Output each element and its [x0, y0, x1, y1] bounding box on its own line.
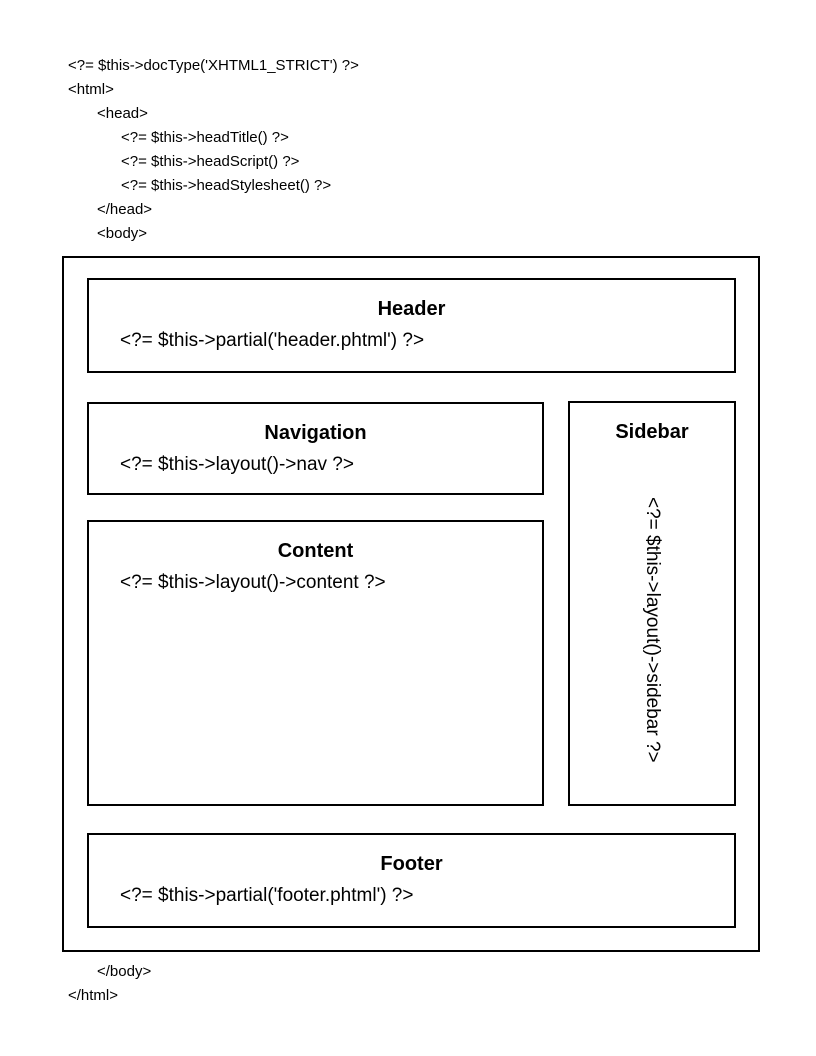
code-line-head-stylesheet: <?= $this->headStylesheet() ?>: [121, 177, 332, 194]
content-box: Content <?= $this->layout()->content ?>: [87, 520, 544, 806]
code-line-head-title: <?= $this->headTitle() ?>: [121, 129, 289, 146]
code-line-doctype: <?= $this->docType('XHTML1_STRICT') ?>: [68, 57, 359, 74]
code-line-body-close: </body>: [97, 963, 152, 980]
header-box: Header <?= $this->partial('header.phtml'…: [87, 278, 736, 373]
footer-title: Footer: [380, 853, 443, 875]
code-line-body-open: <body>: [97, 225, 148, 242]
body-layout-box: Header <?= $this->partial('header.phtml'…: [62, 256, 760, 952]
code-line-html-open: <html>: [68, 81, 114, 98]
content-code: <?= $this->layout()->content ?>: [120, 572, 386, 593]
sidebar-code: <?= $this->layout()->sidebar ?>: [642, 496, 663, 763]
sidebar-box: Sidebar <?= $this->layout()->sidebar ?>: [568, 401, 736, 806]
code-line-head-open: <head>: [97, 105, 148, 122]
content-title: Content: [277, 540, 354, 562]
code-line-head-close: </head>: [97, 201, 153, 218]
code-line-html-close: </html>: [68, 987, 119, 1004]
sidebar-title: Sidebar: [615, 421, 689, 443]
footer-box: Footer <?= $this->partial('footer.phtml'…: [87, 833, 736, 928]
footer-code: <?= $this->partial('footer.phtml') ?>: [120, 885, 414, 906]
navigation-box: Navigation <?= $this->layout()->nav ?>: [87, 402, 544, 495]
code-line-head-script: <?= $this->headScript() ?>: [121, 153, 300, 170]
navigation-code: <?= $this->layout()->nav ?>: [120, 454, 354, 475]
sidebar-code-area: <?= $this->layout()->sidebar ?>: [570, 455, 734, 804]
header-code: <?= $this->partial('header.phtml') ?>: [120, 330, 425, 351]
navigation-title: Navigation: [264, 422, 367, 444]
top-code-block: <?= $this->docType('XHTML1_STRICT') ?> <…: [68, 54, 359, 246]
header-title: Header: [377, 298, 446, 320]
bottom-code-block: </body> </html>: [68, 960, 151, 1008]
